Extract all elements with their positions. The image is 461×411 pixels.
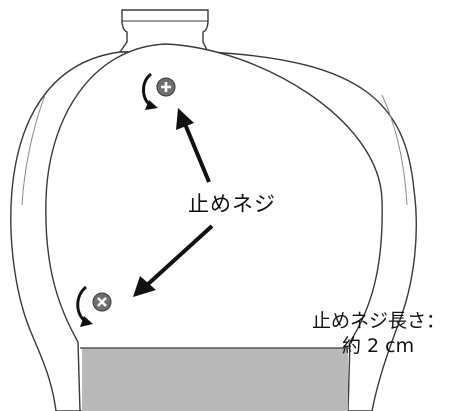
base-block (82, 348, 348, 411)
left-groove (21, 94, 46, 206)
lower-rotate-arrow-icon (76, 285, 93, 327)
pointer-arrow-down-icon (133, 224, 214, 297)
upper-rotate-arrow-icon (142, 72, 158, 110)
lower-screw (92, 292, 112, 312)
screw-length-label: 止めネジ長さ： 約 2 cm (312, 309, 461, 359)
screws-label: 止めネジ (188, 192, 276, 216)
right-groove (381, 94, 408, 206)
cross-icon (97, 297, 107, 307)
upper-screw (156, 77, 176, 97)
pointer-arrow-up-icon (176, 108, 211, 183)
plus-icon (161, 82, 171, 92)
inner-shell (45, 43, 383, 411)
screw-length-title: 止めネジ長さ： (312, 310, 446, 332)
screw-length-value: 約 2 cm (342, 335, 415, 357)
